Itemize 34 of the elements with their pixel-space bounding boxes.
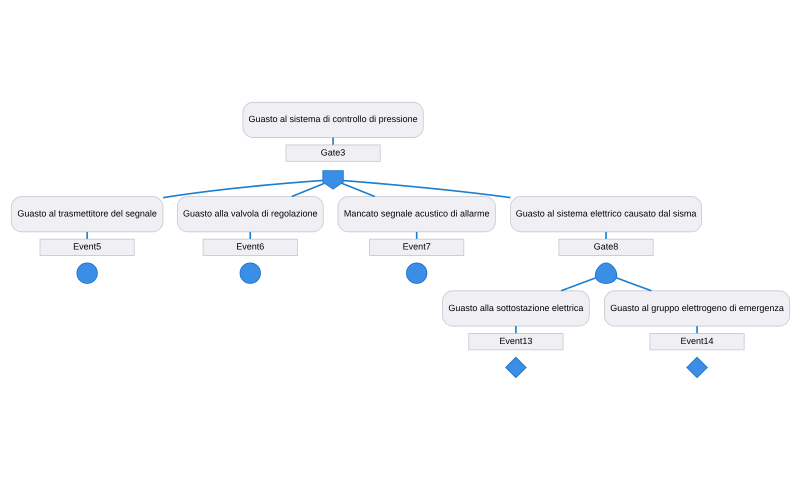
node-gate bbox=[322, 170, 344, 190]
connector bbox=[616, 276, 652, 292]
connector bbox=[341, 182, 376, 197]
node-box: Event7 bbox=[369, 238, 464, 256]
connector bbox=[249, 231, 252, 238]
connector bbox=[292, 182, 325, 197]
connector bbox=[343, 179, 511, 198]
connector bbox=[696, 326, 698, 333]
connector bbox=[86, 231, 88, 238]
node-box: Event6 bbox=[202, 238, 298, 256]
node-circle bbox=[76, 262, 98, 284]
node-gate bbox=[594, 262, 618, 284]
node-box: Event13 bbox=[468, 332, 564, 350]
node-box: Event14 bbox=[650, 332, 745, 350]
node-circle bbox=[240, 262, 261, 284]
node-diamond bbox=[505, 356, 527, 378]
node-box: Guasto al sistema elettrico causato dal sisma bbox=[510, 196, 702, 232]
connector bbox=[332, 137, 334, 144]
node-diamond bbox=[686, 356, 708, 378]
node-box: Mancato segnale acustico di allarme bbox=[338, 196, 496, 232]
node-box: Gate3 bbox=[286, 144, 381, 162]
node-circle bbox=[406, 262, 428, 284]
node-box: Gate8 bbox=[558, 238, 654, 256]
node-box: Guasto alla sottostazione elettrica bbox=[442, 290, 590, 326]
connector bbox=[416, 231, 418, 238]
node-box: Event5 bbox=[40, 238, 135, 256]
connector bbox=[515, 326, 517, 333]
connector bbox=[605, 231, 607, 238]
connector bbox=[560, 276, 596, 292]
node-box: Guasto al trasmettitore del segnale bbox=[10, 196, 164, 232]
connector bbox=[162, 179, 323, 198]
node-box: Guasto al sistema di controllo di pressione bbox=[242, 101, 424, 138]
node-box: Guasto alla valvola di regolazione bbox=[176, 196, 324, 232]
node-box: Guasto al gruppo elettrogeno di emergenza bbox=[604, 290, 790, 326]
